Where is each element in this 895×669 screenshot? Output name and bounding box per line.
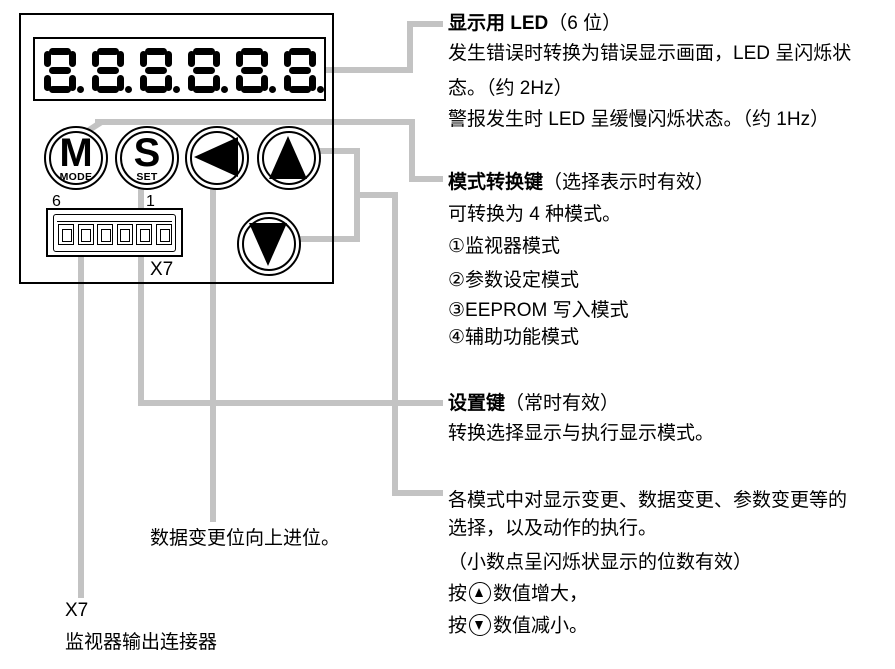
mode-callout-line-h1	[95, 119, 415, 125]
mode-key-line1: 可转换为 4 种模式。	[448, 204, 622, 225]
connector-x7-label: X7	[150, 259, 174, 280]
left-arrow-button	[185, 126, 249, 190]
updown-branch-v	[392, 192, 398, 496]
x7-note-label: X7	[65, 600, 89, 621]
seven-segment-digit	[188, 48, 228, 93]
mode-key-title-suffix: （选择表示时有效）	[543, 172, 715, 193]
led-callout-title-suffix: （6 位）	[548, 13, 622, 34]
updown-branch-h1	[354, 192, 398, 198]
connector-pin	[97, 224, 114, 245]
left-key-callout-line-v	[210, 178, 216, 522]
updown-line1: 各模式中对显示变更、数据变更、参数变更等的	[448, 490, 848, 511]
led-callout-line-h2	[407, 21, 443, 27]
connector-pin6-label: 6	[52, 193, 61, 210]
connector-housing-bar	[57, 221, 172, 222]
button-ring	[242, 217, 296, 271]
led-callout-line1: 发生错误时转换为错误显示画面，LED 呈闪烁状	[448, 43, 852, 64]
connector-pin	[58, 224, 74, 245]
led-callout-title-bold: 显示用 LED	[448, 13, 549, 34]
press-down-line: 按 数值减小。	[448, 614, 588, 638]
set-key-line1: 转换选择显示与执行显示模式。	[448, 423, 715, 444]
mode-button-letter: M	[59, 131, 93, 175]
seven-segment-display	[33, 37, 326, 101]
button-ring	[190, 131, 244, 185]
mode-key-title-bold: 模式转换键	[448, 172, 544, 193]
x7-note-desc: 监视器输出连接器	[65, 632, 218, 653]
set-callout-line-h	[138, 400, 443, 406]
x7-callout-line-v	[78, 248, 84, 598]
down-triangle-icon	[249, 223, 287, 266]
mode-key-item3: ③EEPROM 写入模式	[448, 300, 629, 321]
down-arrow-button	[237, 212, 301, 276]
led-callout-line3: 警报发生时 LED 呈缓慢闪烁状态。（约 1Hz）	[448, 109, 830, 130]
mode-key-item2: ②参数设定模式	[448, 270, 580, 291]
press-down-suffix: 数值减小。	[493, 615, 589, 637]
mode-button: M MODE	[44, 126, 108, 190]
button-ring	[262, 131, 316, 185]
seven-segment-digit	[140, 48, 180, 93]
connector-pin	[116, 224, 133, 245]
down-key-bracket-h	[290, 236, 360, 242]
button-ring	[120, 131, 174, 185]
set-key-title: 设置键（常时有效）	[448, 393, 619, 415]
connector-pin	[77, 224, 94, 245]
carry-note: 数据变更位向上进位。	[150, 528, 341, 549]
up-triangle-icon	[269, 136, 307, 179]
front-panel-outline	[19, 13, 334, 284]
press-up-prefix: 按	[448, 583, 468, 605]
set-button-caption: SET	[136, 171, 158, 183]
seven-segment-digit	[92, 48, 132, 93]
mode-key-title: 模式转换键（选择表示时有效）	[448, 172, 714, 194]
up-arrow-button	[257, 126, 321, 190]
mode-key-item4: ④辅助功能模式	[448, 327, 580, 348]
seven-segment-digit	[236, 48, 276, 93]
set-key-title-bold: 设置键	[448, 393, 506, 414]
up-key-bracket-h	[300, 148, 360, 154]
led-callout-line2: 态。（约 2Hz）	[448, 78, 573, 99]
up-arrow-key-icon	[469, 582, 492, 604]
down-arrow-key-icon	[469, 614, 492, 636]
seven-segment-digit	[44, 48, 84, 93]
press-up-line: 按 数值增大，	[448, 582, 588, 606]
mode-key-item1: ①监视器模式	[448, 236, 561, 257]
button-ring	[49, 131, 103, 185]
mode-callout-line-h2	[409, 176, 443, 182]
set-callout-line-v	[138, 178, 144, 406]
set-button-letter: S	[133, 131, 161, 175]
x7-connector	[46, 208, 183, 257]
set-button: S SET	[115, 126, 179, 190]
mode-button-caption: MODE	[59, 171, 93, 183]
press-down-prefix: 按	[448, 615, 468, 637]
mode-callout-line-v	[409, 119, 415, 182]
connector-pin1-label: 1	[146, 193, 155, 210]
led-callout-line-v	[407, 21, 413, 73]
connector-housing	[53, 214, 176, 252]
left-triangle-icon	[194, 137, 238, 177]
led-callout-title: 显示用 LED（6 位）	[448, 13, 621, 35]
press-up-suffix: 数值增大，	[493, 583, 589, 605]
set-key-title-suffix: （常时有效）	[505, 393, 620, 414]
led-callout-line-h1	[310, 67, 413, 73]
connector-pin	[136, 224, 153, 245]
updown-branch-h2	[392, 490, 443, 496]
updown-line2: 选择，以及动作的执行。	[448, 518, 658, 539]
updown-line3: （小数点呈闪烁状显示的位数有效）	[448, 552, 753, 573]
seven-segment-digit	[284, 48, 324, 93]
connector-pin	[156, 224, 172, 245]
